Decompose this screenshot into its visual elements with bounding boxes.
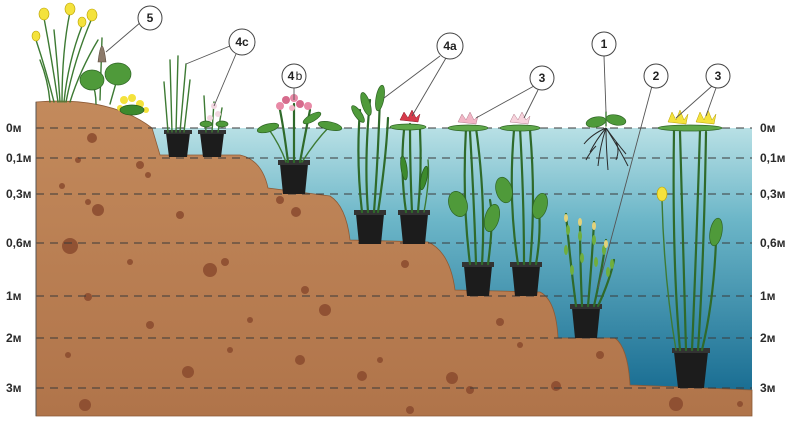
plant-5-bank-plants <box>31 2 149 116</box>
depth-label-03-right: 0,3м <box>760 187 786 201</box>
callout-4a-label: 4a <box>443 39 457 53</box>
plant-3-pink-water-lilies <box>447 111 548 296</box>
callout-4b: 4 b <box>281 63 307 89</box>
soil-bank <box>35 100 753 417</box>
plant-2-submerged-plant <box>564 212 616 338</box>
soil-spots <box>59 133 743 414</box>
depth-label-1-right: 1м <box>760 289 776 303</box>
plant-4a-water-plants <box>351 84 430 244</box>
depth-label-0-right: 0м <box>760 121 776 135</box>
callout-3-right-label: 3 <box>715 69 722 83</box>
depth-label-01-right: 0,1м <box>760 151 786 165</box>
plant-3-yellow-water-lilies <box>656 109 723 388</box>
callout-3-right: 3 <box>705 63 731 89</box>
callout-5-label: 5 <box>147 11 154 25</box>
callout-2-label: 2 <box>653 69 660 83</box>
callout-5: 5 <box>137 5 163 31</box>
callout-leaders <box>105 21 717 289</box>
callout-3-middle: 3 <box>529 65 555 91</box>
depth-label-1: 1м <box>6 289 22 303</box>
depth-label-01: 0,1м <box>6 151 32 165</box>
callout-3-middle-label: 3 <box>539 71 546 85</box>
callout-4c: 4c <box>228 28 256 56</box>
callout-4b-number: 4 <box>288 69 295 83</box>
plant-1-floating-plant <box>583 111 629 171</box>
depth-label-3-right: 3м <box>760 381 776 395</box>
depth-label-0: 0м <box>6 121 22 135</box>
depth-labels-left: 0м 0,1м 0,3м 0,6м 1м 2м 3м <box>6 121 32 395</box>
depth-labels-right: 0м 0,1м 0,3м 0,6м 1м 2м 3м <box>760 121 786 395</box>
callout-2: 2 <box>643 63 669 89</box>
depth-label-3: 3м <box>6 381 22 395</box>
depth-label-2-right: 2м <box>760 331 776 345</box>
depth-label-03: 0,3м <box>6 187 32 201</box>
callout-4a: 4a <box>436 32 464 60</box>
plant-4c-shallow-plants <box>163 55 229 157</box>
depth-label-06: 0,6м <box>6 236 32 250</box>
depth-label-2: 2м <box>6 331 22 345</box>
depth-label-06-right: 0,6м <box>760 236 786 250</box>
callout-1: 1 <box>591 31 617 57</box>
plant-4b-pink-flower-plant <box>256 94 343 194</box>
callout-4c-label: 4c <box>235 35 249 49</box>
callout-1-label: 1 <box>601 37 608 51</box>
callout-4b-letter: b <box>296 69 303 83</box>
